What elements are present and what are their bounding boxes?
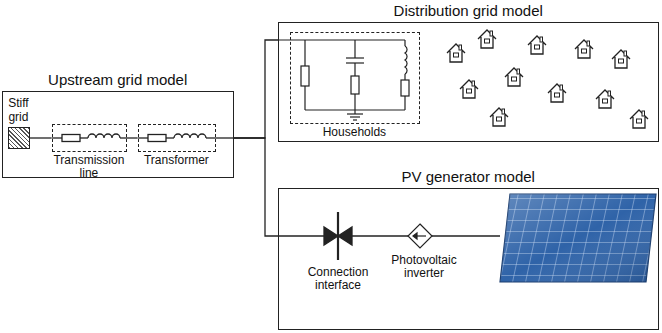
panel-heading: Distribution grid model [394,3,543,20]
stiff-grid-symbol: Stiff grid [8,127,30,149]
connection-interface-symbol [324,212,352,260]
panel-heading: PV generator model [401,169,534,186]
symbol-label: Photovoltaic inverter [382,254,466,280]
component-label: Households [289,126,419,139]
households-box: Households [290,32,420,124]
model-panel: Distribution grid modelHouseholds [278,22,659,142]
wire-connector [127,138,138,139]
inverter-symbol [408,224,432,248]
model-panel: Upstream grid modelStiff gridTransmissio… [2,91,234,178]
component-box: Transformer [138,124,216,152]
panel-heading: Upstream grid model [48,72,187,89]
model-panel: PV generator model [278,188,659,330]
symbol-label: Connection interface [296,266,380,292]
pv-wiring [278,235,500,236]
wire-connector [234,40,278,138]
houses [447,30,648,128]
component-label: Transmission line [51,154,127,180]
component-box: Transmission line [52,124,127,152]
wire-connector [234,138,278,236]
wire-connector [30,138,52,139]
household-circuit [278,40,409,120]
transmission-symbol [52,134,127,142]
component-label: Stiff grid [1,97,35,123]
solar-panel [500,194,656,282]
wire [216,137,234,138]
component-label: Transformer [131,154,221,167]
transformer-symbol [138,134,216,142]
